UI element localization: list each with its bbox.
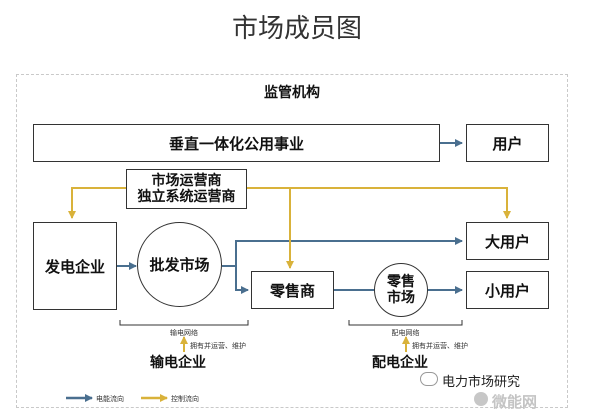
control-arrow-operator-to-large-user: [247, 187, 511, 219]
retail-market-label-1: 零售: [387, 273, 415, 290]
watermark-source: 电力市场研究: [442, 375, 521, 390]
vertical-utility-box: 垂直一体化公用事业: [33, 124, 440, 162]
control-arrow-operator-to-generator: [68, 187, 126, 219]
watermark-brand: 微能网: [492, 393, 538, 411]
retail-market-label-2: 市场: [387, 290, 415, 306]
energy-arrow-wholesale-to-retailer: [235, 266, 249, 294]
transmission-network-label: 输电网络: [170, 329, 198, 337]
user-box: 用户: [466, 124, 549, 162]
small-user-box: 小用户: [466, 271, 549, 309]
wholesale-market-circle: 批发市场: [137, 222, 222, 307]
diagram-title: 市场成员图: [231, 14, 362, 44]
legend-control-label: 控制流向: [171, 395, 199, 403]
generator-box: 发电企业: [33, 222, 117, 310]
market-operator-label: 市场运营商: [151, 172, 222, 189]
wechat-icon: [420, 372, 438, 386]
transmission-company-label: 输电企业: [150, 355, 206, 371]
retailer-box: 零售商: [251, 271, 334, 309]
distribution-network-label: 配电网络: [391, 329, 420, 337]
distribution-company-label: 配电企业: [372, 355, 428, 371]
transmission-network-bracket: [119, 320, 249, 326]
retail-market-circle: 零售 市场: [374, 263, 428, 317]
energy-arrow-wholesale-to-large-user: [222, 237, 463, 267]
regulator-label: 监管机构: [264, 85, 320, 101]
distribution-ownership-note: 拥有并运营、维护: [412, 342, 468, 350]
large-user-box: 大用户: [466, 222, 549, 260]
market-operator-box: 市场运营商 独立系统运营商: [126, 169, 247, 209]
independent-system-operator-label: 独立系统运营商: [137, 189, 236, 205]
legend-energy-label: 电能流向: [96, 395, 124, 403]
regulator-frame: [16, 74, 568, 408]
distribution-network-bracket: [348, 320, 463, 326]
transmission-ownership-note: 拥有并运营、维护: [190, 342, 246, 350]
brand-logo-icon: [474, 392, 488, 406]
